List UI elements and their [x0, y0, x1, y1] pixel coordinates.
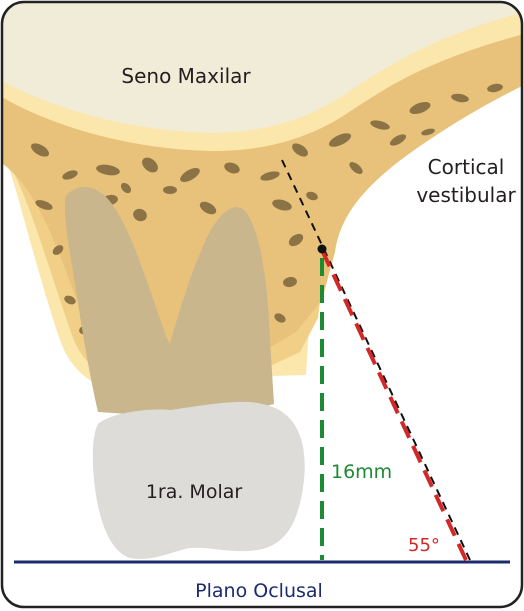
height-label: 16mm	[331, 461, 392, 483]
trabecular-pore	[163, 186, 177, 194]
occlusal-plane-label: Plano Oclusal	[195, 580, 323, 602]
crest-point	[318, 245, 327, 254]
sinus-label: Seno Maxilar	[121, 64, 251, 88]
cortical-label-line1: Cortical	[428, 155, 505, 179]
cortical-label-line2: vestibular	[416, 183, 516, 207]
angle-label: 55°	[408, 535, 440, 556]
angle-line	[322, 250, 466, 560]
tooth-label: 1ra. Molar	[146, 481, 243, 503]
